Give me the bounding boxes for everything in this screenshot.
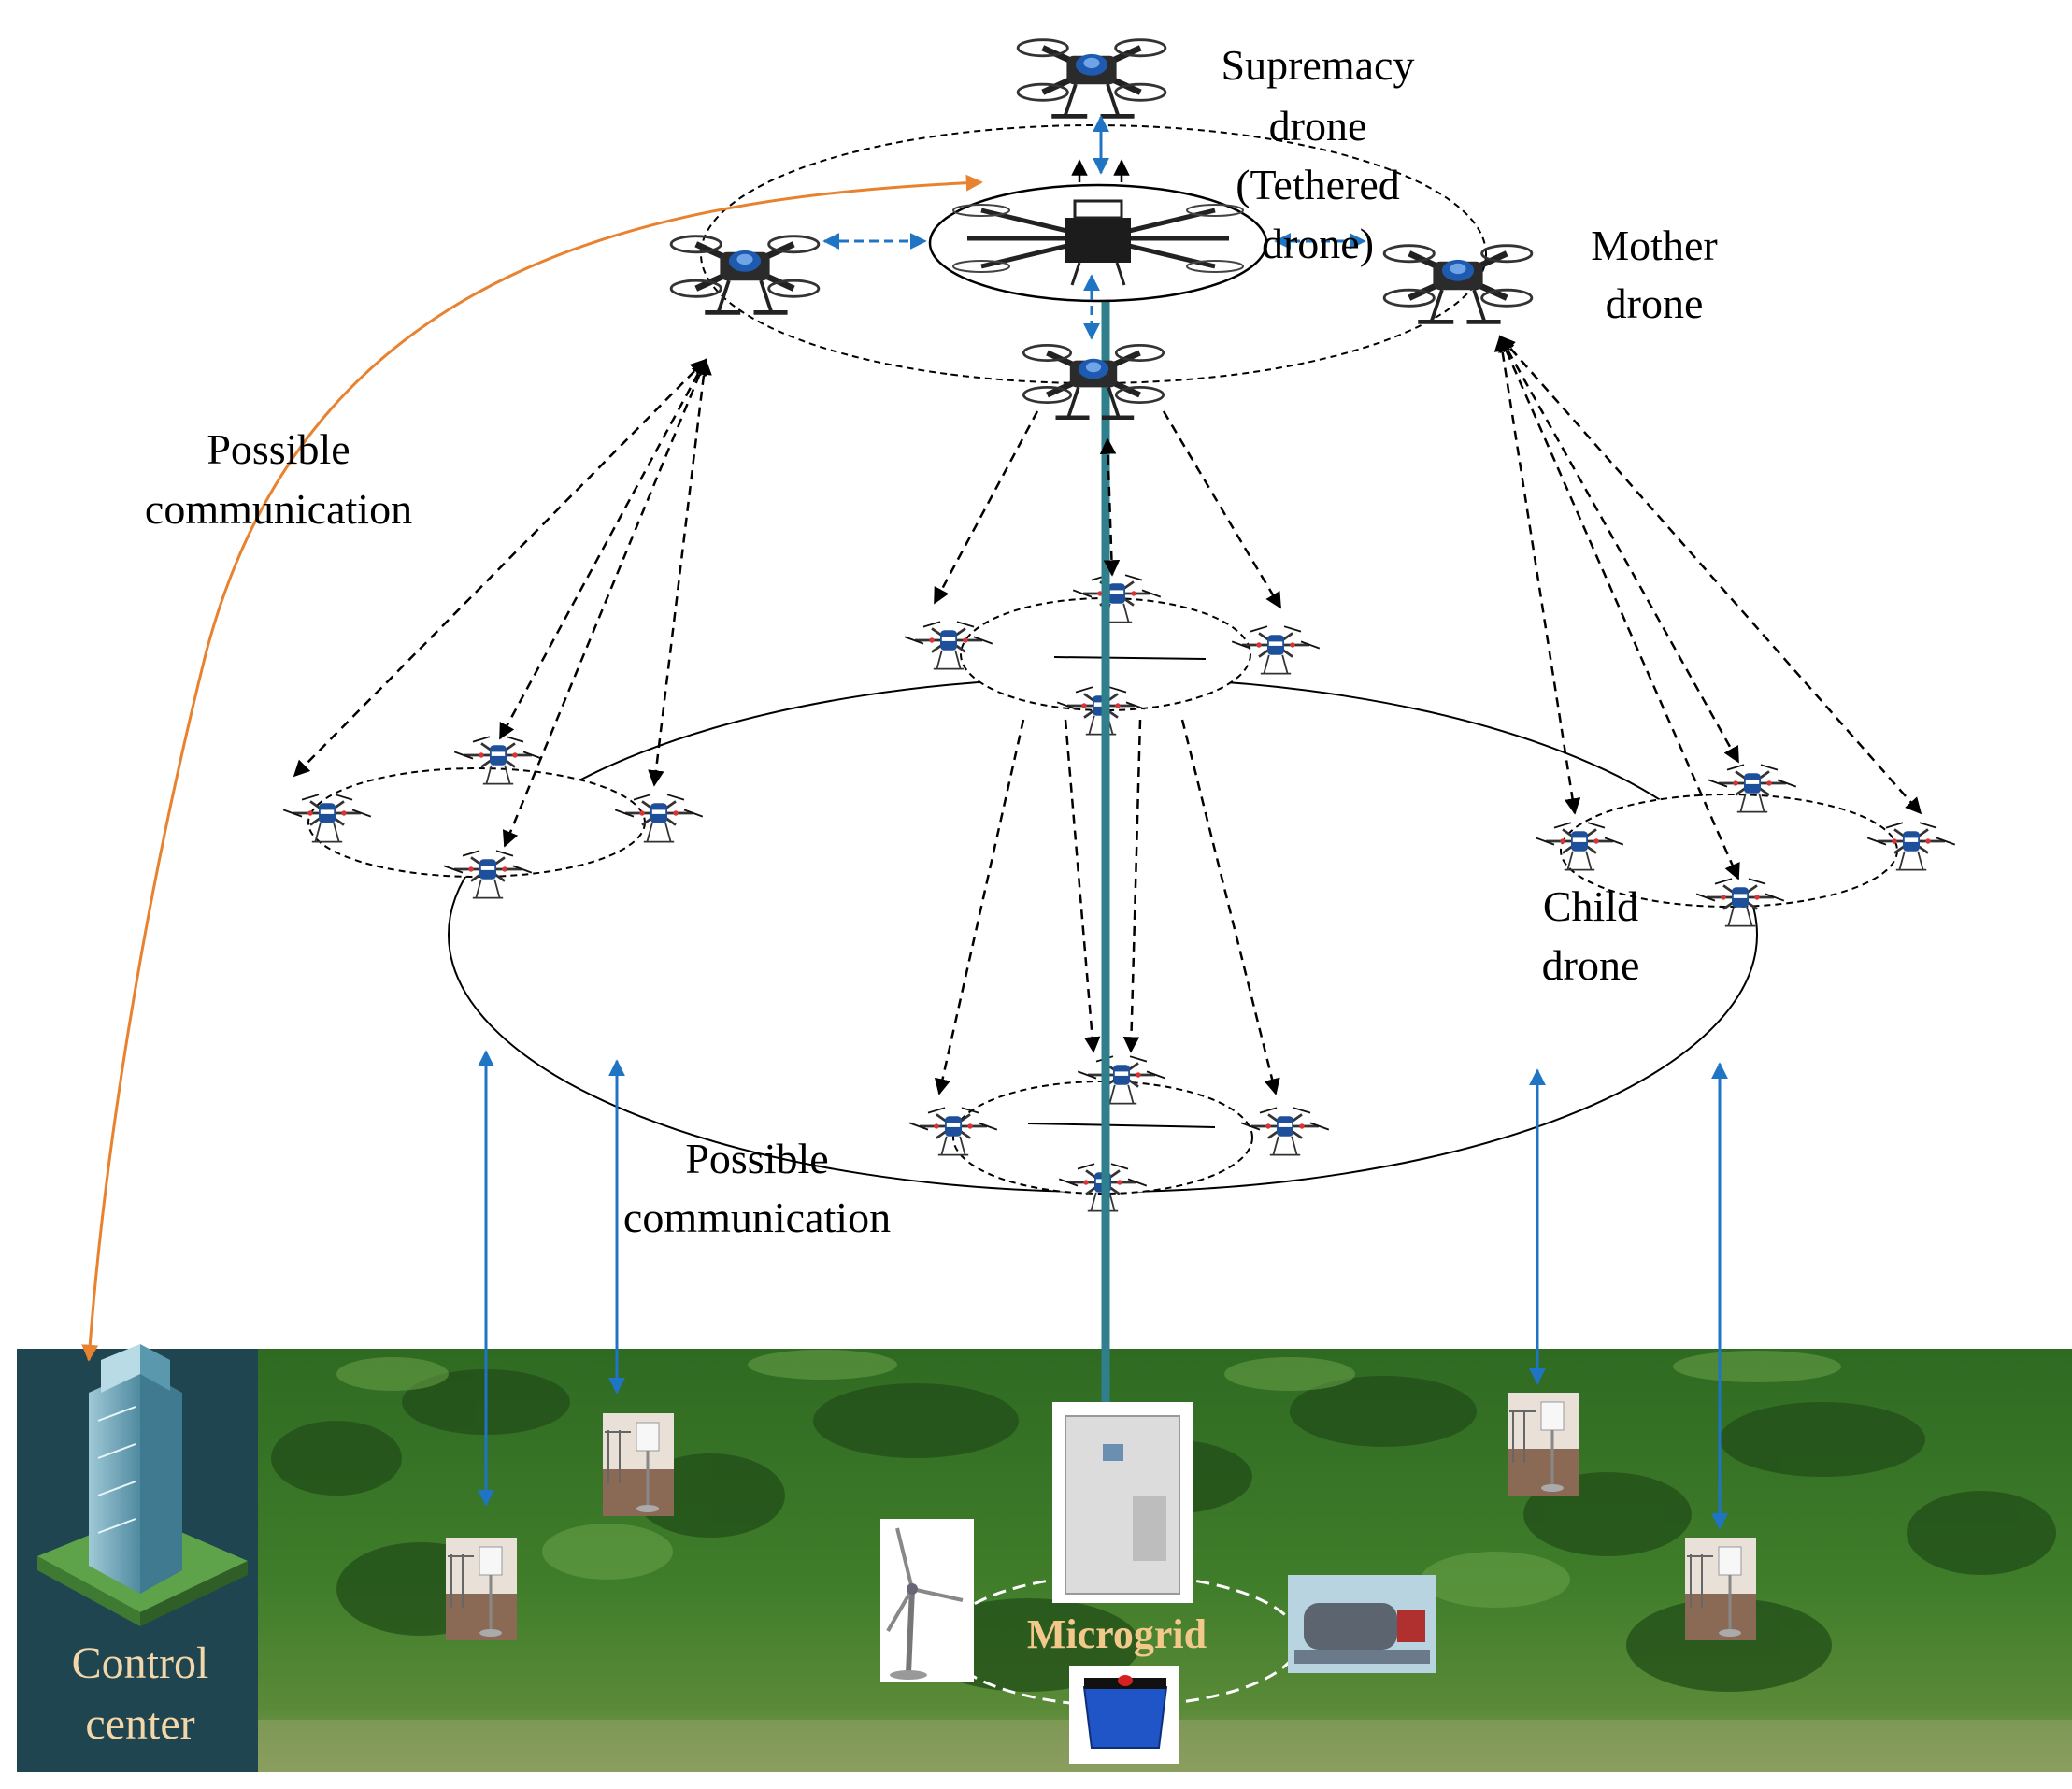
- mother-drone-left-icon: [671, 236, 819, 313]
- control-center-label-line2: center: [85, 1699, 194, 1749]
- power-cabinet-icon: [1052, 1402, 1193, 1603]
- svg-text:Possible: Possible: [685, 1135, 828, 1182]
- svg-text:(Tethered: (Tethered: [1236, 161, 1400, 208]
- svg-text:drone: drone: [1269, 102, 1367, 150]
- sensor-links: [478, 1050, 1728, 1530]
- cluster-top-center: [903, 573, 1322, 736]
- mother-drone-label: Mother drone: [1591, 222, 1717, 327]
- supremacy-drone-label: Supremacy drone (Tethered drone): [1222, 41, 1415, 267]
- svg-text:Supremacy: Supremacy: [1222, 41, 1415, 89]
- svg-text:communication: communication: [623, 1194, 891, 1241]
- child-drone-label: Child drone: [1542, 882, 1640, 989]
- mother-drone-right-icon: [1384, 246, 1532, 322]
- orange-link: [81, 174, 983, 1362]
- svg-text:drone: drone: [1606, 279, 1704, 327]
- child-drone-icon: [1239, 1106, 1331, 1156]
- supremacy-drone-icon: [1018, 40, 1165, 117]
- cluster-left: [281, 735, 705, 899]
- weather-station-icon: [1506, 1391, 1580, 1497]
- gas-turbine-icon: [1288, 1575, 1436, 1673]
- svg-text:Child: Child: [1543, 882, 1638, 930]
- svg-text:Mother: Mother: [1591, 222, 1717, 269]
- cluster-bottom-center: [907, 1054, 1331, 1212]
- svg-text:drone: drone: [1542, 941, 1640, 989]
- control-center-panel: Control center: [17, 1344, 258, 1772]
- possible-communication-label-bottom: Possible communication: [623, 1135, 891, 1241]
- microgrid-label: Microgrid: [1027, 1611, 1207, 1657]
- weather-station-icon: [601, 1411, 676, 1518]
- svg-text:Possible: Possible: [207, 425, 350, 473]
- black-up-arrows-top: [1071, 159, 1130, 182]
- wind-turbine-icon: [880, 1519, 974, 1682]
- dashed-links: [293, 335, 1922, 1095]
- svg-text:communication: communication: [145, 485, 412, 533]
- mother-ring-ellipse: [700, 124, 1487, 384]
- control-center-label-line1: Control: [72, 1639, 209, 1688]
- possible-communication-label-top: Possible communication: [145, 425, 412, 533]
- office-building-icon: [37, 1344, 248, 1626]
- svg-text:drone): drone): [1262, 220, 1374, 267]
- battery-icon: [1069, 1666, 1179, 1764]
- weather-station-icon: [444, 1536, 519, 1642]
- weather-station-icon: [1683, 1536, 1758, 1642]
- microgrid: Microgrid: [880, 1402, 1436, 1764]
